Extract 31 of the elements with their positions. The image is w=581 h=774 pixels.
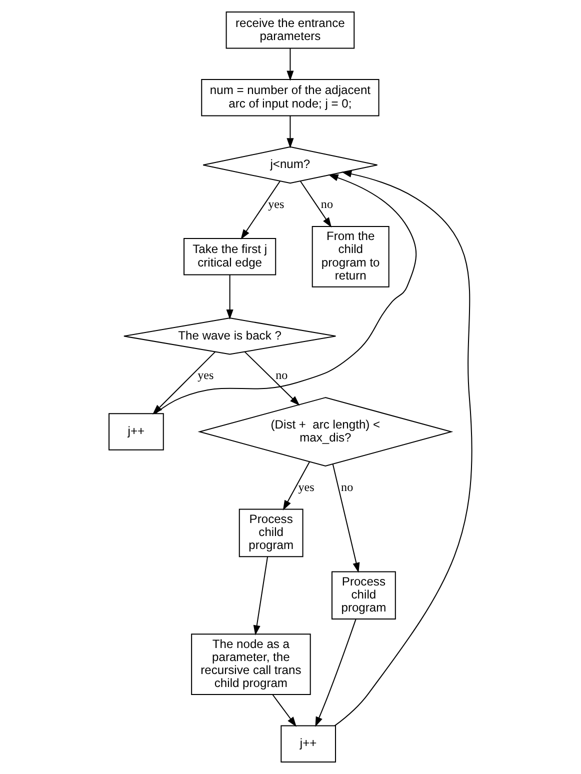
arrow xyxy=(154,174,417,414)
node-box: Process child program xyxy=(238,508,304,558)
arrow xyxy=(286,48,294,81)
arrow xyxy=(240,180,280,240)
arrow xyxy=(152,351,216,414)
node-box: j++ xyxy=(280,725,336,762)
arrow xyxy=(332,464,360,573)
arrow xyxy=(286,116,294,148)
edge-label: yes xyxy=(198,368,214,382)
arrow xyxy=(282,462,310,510)
arrow xyxy=(253,556,268,636)
node-box: num = number of the adjacent arc of input node; j = 0; xyxy=(201,78,380,116)
arrow xyxy=(315,618,356,727)
node-box: Take the first j critical edge xyxy=(184,238,276,276)
node-box: j++ xyxy=(108,413,164,450)
arrow xyxy=(300,180,332,228)
arrow xyxy=(334,170,472,726)
edge-label: no xyxy=(320,196,333,211)
node-diamond: The wave is back ? xyxy=(123,318,336,355)
edge-label: no xyxy=(276,368,288,382)
arrow xyxy=(272,694,296,727)
arrow xyxy=(226,274,234,320)
node-diamond: j<num? xyxy=(202,146,378,184)
node-box: The node as a parameter, the recursive call trans child program xyxy=(191,634,311,696)
node-box: From the child program to return xyxy=(312,226,390,288)
edge-label: yes xyxy=(268,196,284,211)
node-box: Process child program xyxy=(331,571,396,620)
node-box: receive the entrance parameters xyxy=(226,12,355,49)
edge-label: yes xyxy=(298,480,314,494)
arrow xyxy=(244,351,300,406)
edge-label: no xyxy=(341,480,354,494)
